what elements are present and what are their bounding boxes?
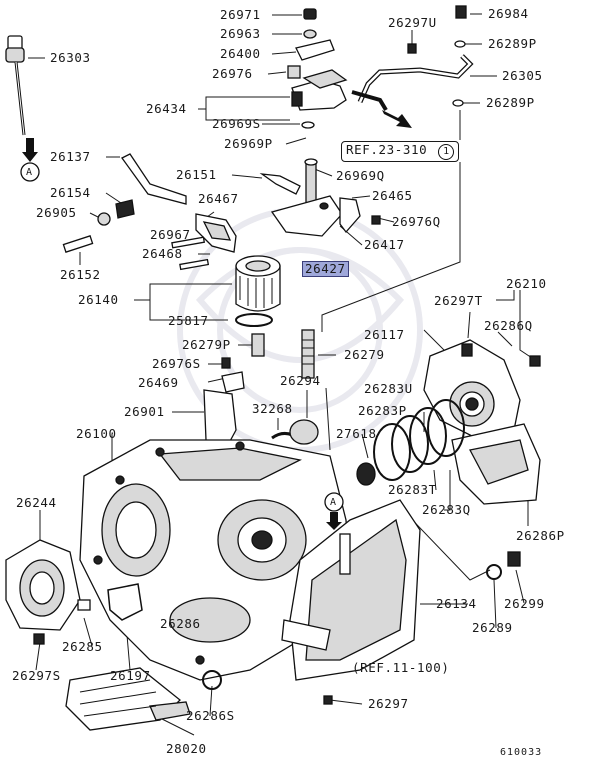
part-dipstick-26303 xyxy=(5,35,26,136)
label-26297s: 26297S xyxy=(12,668,61,683)
label-26289p-top: 26289P xyxy=(488,36,537,51)
label-26297t: 26297T xyxy=(434,293,483,308)
label-26154: 26154 xyxy=(50,185,91,200)
label-26901: 26901 xyxy=(124,404,165,419)
part-seals xyxy=(271,419,319,445)
label-26969s: 26969S xyxy=(212,116,261,131)
label-26434: 26434 xyxy=(146,101,187,116)
arrow-to-a-left xyxy=(20,138,40,182)
label-26905: 26905 xyxy=(36,205,77,220)
label-26303: 26303 xyxy=(50,50,91,65)
label-26299: 26299 xyxy=(504,596,545,611)
part-oil-pan-26134 xyxy=(281,499,421,681)
label-27618: 27618 xyxy=(336,426,377,441)
label-26285: 26285 xyxy=(62,639,103,654)
part-nuts-top xyxy=(287,8,335,79)
label-26117: 26117 xyxy=(364,327,405,342)
part-oil-filter-26140 xyxy=(235,255,281,327)
part-pipe-26305 xyxy=(351,5,474,112)
part-stud-26279 xyxy=(221,329,315,379)
ref-23-310-box: REF.23-310 1 xyxy=(341,141,460,162)
label-26100: 26100 xyxy=(76,426,117,441)
label-26134: 26134 xyxy=(436,596,477,611)
label-26305: 26305 xyxy=(502,68,543,83)
label-26283t: 26283T xyxy=(388,482,437,497)
part-bolt-26297 xyxy=(323,695,333,705)
label-28020: 28020 xyxy=(166,741,207,756)
label-26294: 26294 xyxy=(280,373,321,388)
label-26969p: 26969P xyxy=(224,136,273,151)
label-26297: 26297 xyxy=(368,696,409,711)
label-26469: 26469 xyxy=(138,375,179,390)
arrow-to-ref-23-310 xyxy=(382,110,412,128)
ref-23-310-circle: 1 xyxy=(438,144,455,160)
part-drain-plug-26299 xyxy=(486,551,521,580)
part-manual-shaft xyxy=(259,158,381,237)
marker-a-right xyxy=(324,492,344,530)
label-32268: 32268 xyxy=(252,401,293,416)
label-26137: 26137 xyxy=(50,149,91,164)
label-26427-highlighted: 26427 xyxy=(302,261,349,277)
label-26976s: 26976S xyxy=(152,356,201,371)
part-cover-26210 xyxy=(451,423,541,505)
label-ref-11-100: (REF.11-100) xyxy=(352,660,450,675)
label-26286q: 26286Q xyxy=(484,318,533,333)
part-strainer-28020 xyxy=(65,667,222,731)
label-26971: 26971 xyxy=(220,7,261,22)
label-26976: 26976 xyxy=(212,66,253,81)
label-26400: 26400 xyxy=(220,46,261,61)
label-26976q: 26976Q xyxy=(392,214,441,229)
part-manual-lever-26434 xyxy=(291,69,348,129)
part-clutch-rings-26283 xyxy=(356,399,465,486)
label-26283q: 26283Q xyxy=(422,502,471,517)
label-26279p: 26279P xyxy=(182,337,231,352)
label-26963: 26963 xyxy=(220,26,261,41)
marker-a-left-letter: A xyxy=(26,167,34,178)
label-26286p: 26286P xyxy=(516,528,565,543)
label-26140: 26140 xyxy=(78,292,119,307)
part-transfer-cover-26117 xyxy=(423,339,541,441)
label-26197: 26197 xyxy=(110,668,151,683)
part-housing-26244 xyxy=(5,539,91,645)
part-gasket-26197 xyxy=(107,583,143,621)
label-26283p: 26283P xyxy=(358,403,407,418)
label-26244: 26244 xyxy=(16,495,57,510)
label-26984: 26984 xyxy=(488,6,529,21)
label-26468: 26468 xyxy=(142,246,183,261)
marker-a-right-letter: A xyxy=(330,497,338,508)
diagram-id: 610033 xyxy=(500,747,543,758)
label-26417: 26417 xyxy=(364,237,405,252)
part-shift-rod-26137 xyxy=(62,153,187,253)
label-26465: 26465 xyxy=(372,188,413,203)
label-26967: 26967 xyxy=(150,227,191,242)
label-26289: 26289 xyxy=(472,620,513,635)
label-26289p-mid: 26289P xyxy=(486,95,535,110)
label-25817: 25817 xyxy=(168,313,209,328)
label-26969q: 26969Q xyxy=(336,168,385,183)
label-26286s: 26286S xyxy=(186,708,235,723)
label-26210: 26210 xyxy=(506,276,547,291)
ref-23-310-text: REF.23-310 xyxy=(346,142,428,157)
label-26286: 26286 xyxy=(160,616,201,631)
label-26279: 26279 xyxy=(344,347,385,362)
part-bracket-26467 xyxy=(171,213,237,271)
label-26467: 26467 xyxy=(198,191,239,206)
label-26297u: 26297U xyxy=(388,15,437,30)
label-26283u: 26283U xyxy=(364,381,413,396)
label-26151: 26151 xyxy=(176,167,217,182)
label-26152: 26152 xyxy=(60,267,101,282)
